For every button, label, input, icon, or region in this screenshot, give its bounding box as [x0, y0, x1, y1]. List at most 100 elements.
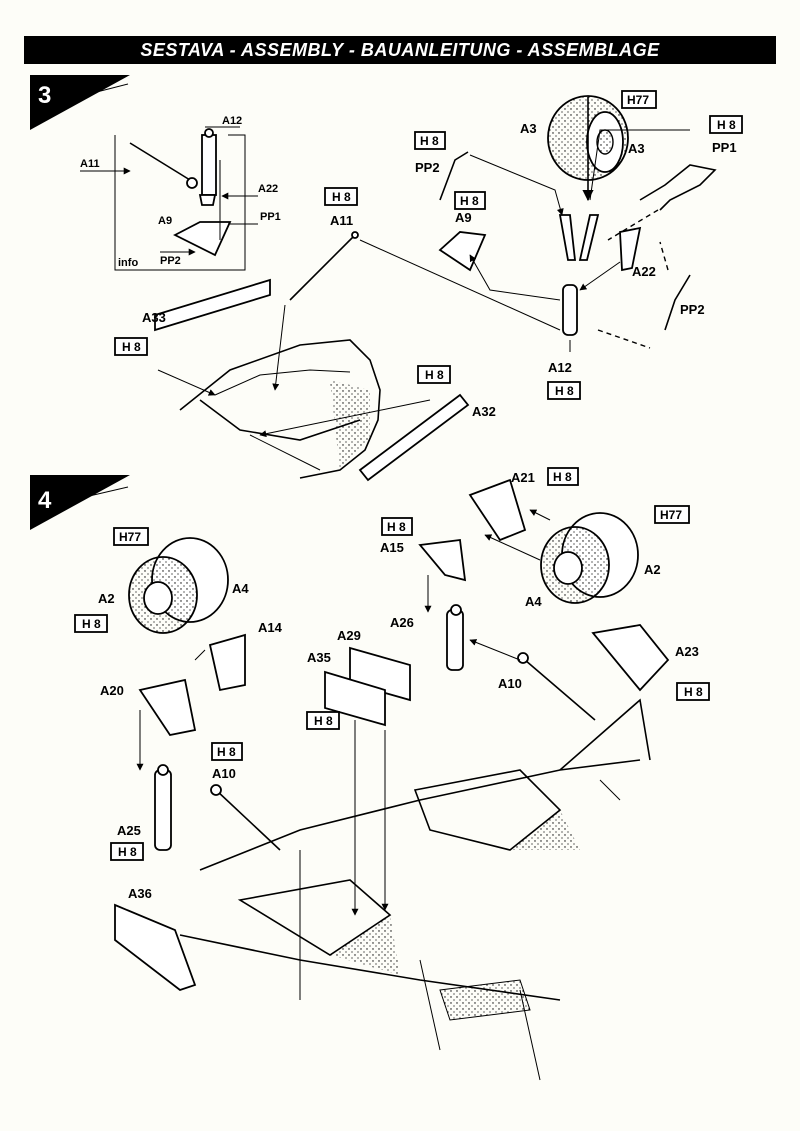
- header-title: SESTAVA - ASSEMBLY - BAUANLEITUNG - ASSE…: [140, 39, 660, 60]
- label-a3-right: A3: [628, 141, 645, 156]
- color-box-h8-a33: [114, 337, 148, 356]
- arrow-a10-right: [469, 639, 521, 661]
- badge-streak: [84, 83, 129, 96]
- pp2-right-guide: [659, 241, 669, 271]
- label-a9: A9: [455, 210, 472, 225]
- label-a33: A33: [142, 310, 166, 325]
- label-a11: A11: [330, 213, 353, 228]
- inset-a22: A22: [258, 183, 278, 195]
- page-header: SESTAVA - ASSEMBLY - BAUANLEITUNG - ASSE…: [24, 36, 776, 64]
- nacelle-line: [249, 434, 321, 471]
- color-box-h77-right: [654, 505, 690, 524]
- color-box-h8-a32: [417, 365, 451, 384]
- color-box-h8-a25: [110, 842, 144, 861]
- label-a2-right: A2: [644, 562, 661, 577]
- badge-streak-4: [84, 486, 129, 498]
- strut-a26: [446, 609, 464, 671]
- panel-a33: [154, 278, 271, 332]
- inset-fork: [198, 194, 217, 206]
- color-h8-a35: H 8: [314, 714, 333, 728]
- part-a21: [468, 478, 527, 542]
- airframe-panel-lines: [299, 850, 541, 1081]
- airframe-shade-bottom: [439, 979, 531, 1021]
- wheel-a2-right: [540, 512, 639, 604]
- inset-frame: [114, 134, 246, 271]
- color-box-h77-left: [113, 527, 149, 546]
- panel-a35: [324, 670, 386, 727]
- strut-body: [562, 284, 578, 336]
- rod-a10-left: [215, 789, 281, 851]
- color-box-h8-a2: [74, 614, 108, 633]
- inset-a11: A11: [80, 158, 100, 170]
- step-3: 3 info A12 A11 A22 A9 PP1 PP2: [30, 75, 743, 482]
- color-h8-a10: H 8: [217, 745, 236, 759]
- color-box-h8-a3: [709, 115, 743, 134]
- rod-a10-left-end: [210, 784, 222, 796]
- info-inset: info A12 A11 A22 A9 PP1 PP2: [80, 115, 281, 271]
- rod-a11-end: [351, 231, 359, 239]
- pp2-wire-right: [664, 274, 691, 331]
- color-box-h8-pp2: [414, 131, 446, 150]
- color-h8-a33: H 8: [122, 340, 141, 354]
- airframe-fin: [559, 698, 651, 771]
- label-a23: A23: [675, 644, 699, 659]
- pp1-wire: [639, 164, 717, 211]
- label-pp1: PP1: [712, 140, 737, 155]
- pp2-wire-top: [439, 151, 469, 201]
- rod-a10-right: [524, 659, 596, 721]
- step-3-number: 3: [38, 82, 51, 109]
- label-a10-left: A10: [212, 766, 236, 781]
- nacelle-shade: [330, 380, 370, 470]
- strut-a25-top: [157, 764, 169, 776]
- door-a36: [114, 903, 197, 992]
- label-a35: A35: [307, 650, 331, 665]
- step-3-nacelle: [179, 339, 381, 479]
- label-a29: A29: [337, 628, 361, 643]
- inset-info-label: info: [118, 257, 138, 269]
- color-h8-a9: H 8: [460, 194, 479, 208]
- strut-fork-left: [558, 214, 577, 261]
- wheel-a2-left-centre: [143, 581, 173, 615]
- color-box-h8-a10: [211, 742, 243, 761]
- inset-a12: A12: [222, 115, 242, 127]
- strut-a25: [154, 769, 172, 851]
- step-4: 4 A21 H 8 H 8 A15 H77 A2 A4 A26 A10: [30, 467, 710, 1081]
- pp2-right-guide-2: [597, 329, 651, 349]
- color-box-h8-a35: [306, 711, 340, 730]
- inset-pp2: PP2: [160, 255, 181, 267]
- color-h77: H77: [627, 93, 649, 107]
- arrow-a9: [469, 254, 561, 301]
- color-h8-a11: H 8: [332, 190, 351, 204]
- part-a14: [208, 633, 246, 692]
- color-h77-left: H77: [119, 530, 141, 544]
- label-a15: A15: [380, 540, 404, 555]
- label-a22: A22: [632, 264, 656, 279]
- airframe-detail: [599, 779, 621, 801]
- label-a14: A14: [258, 620, 283, 635]
- color-box-h8-a11: [324, 187, 358, 206]
- color-box-h8-a12: [547, 381, 581, 400]
- door-a23: [591, 624, 670, 692]
- label-a3-left: A3: [520, 121, 537, 136]
- arrow-a15: [484, 534, 541, 561]
- airframe-shade-right: [510, 810, 580, 850]
- inset-rod-end: [186, 177, 198, 189]
- strut-a26-top: [450, 604, 462, 616]
- leader-a11: [359, 239, 561, 331]
- inset-strut: [201, 134, 217, 196]
- label-a10-right: A10: [498, 676, 522, 691]
- nacelle-bay-lower: [199, 399, 361, 441]
- wheel-a4-right-centre: [553, 551, 583, 585]
- rod-a11: [289, 234, 356, 301]
- arrow-a11-down: [272, 304, 286, 391]
- label-a36: A36: [128, 886, 152, 901]
- part-a20: [138, 678, 197, 737]
- label-pp2-right: PP2: [680, 302, 705, 317]
- step-4-badge: [30, 475, 130, 530]
- color-h8-a2: H 8: [82, 617, 101, 631]
- step-3-badge: [30, 75, 130, 130]
- label-a4-right: A4: [525, 594, 542, 609]
- label-a25: A25: [117, 823, 141, 838]
- label-a4-left: A4: [232, 581, 249, 596]
- pp1-guide: [607, 209, 659, 241]
